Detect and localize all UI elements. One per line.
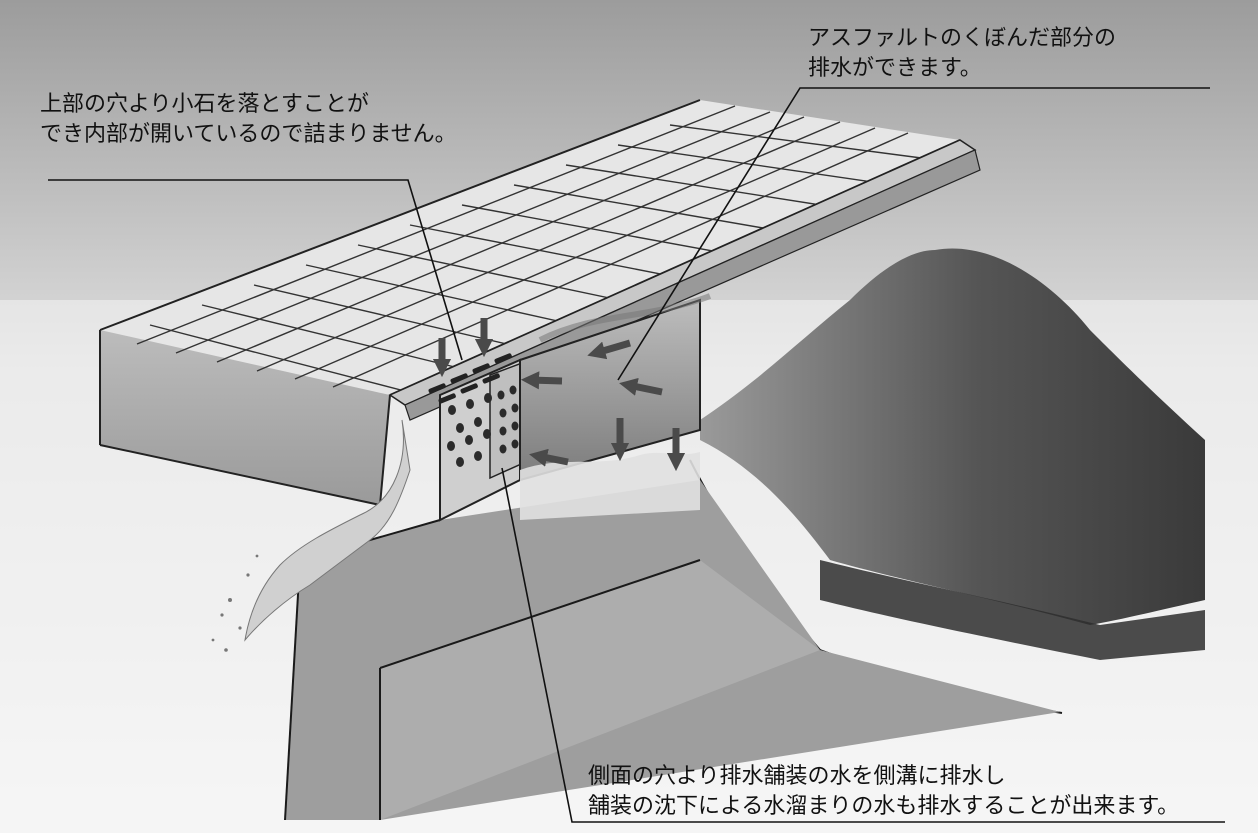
arrow-left-side [520, 371, 563, 390]
callout-stone-drop: 上部の穴より小石を落とすことが でき内部が開いているので詰まりません。 [40, 90, 457, 150]
leader-top-right [617, 87, 1210, 381]
ground-section [284, 480, 1060, 821]
leader-bottom [501, 467, 1225, 823]
callout-side-holes: 側面の穴より排水舗装の水を側溝に排水し 舗装の沈下による水溜まりの水も排水するこ… [588, 762, 1179, 822]
leader-top-left [48, 179, 463, 361]
flow-arrows [432, 318, 686, 472]
leader-lines [48, 87, 1225, 823]
arrow-left-upper [587, 339, 631, 360]
drain-box [439, 293, 712, 522]
callout-stone-drop-line2: でき内部が開いているので詰まりません。 [40, 122, 457, 147]
arrow-left-mid [619, 377, 663, 396]
callout-side-holes-line2: 舗装の沈下による水溜まりの水も排水することが出来ます。 [588, 794, 1180, 819]
drain-side-holes [447, 385, 519, 467]
callout-asphalt-drainage-line2: 排水ができます。 [808, 56, 982, 81]
curb-grid [136, 105, 953, 396]
drain-top-slots [428, 353, 512, 404]
arrow-left-lower [529, 448, 569, 467]
callout-asphalt-drainage-line1: アスファルトのくぼんだ部分の [808, 26, 1117, 51]
water-splash [211, 419, 411, 652]
callout-side-holes-line1: 側面の穴より排水舗装の水を側溝に排水し [588, 764, 1006, 789]
callout-asphalt-drainage: アスファルトのくぼんだ部分の 排水ができます。 [808, 24, 1116, 84]
callout-stone-drop-line1: 上部の穴より小石を落とすことが [40, 92, 369, 117]
